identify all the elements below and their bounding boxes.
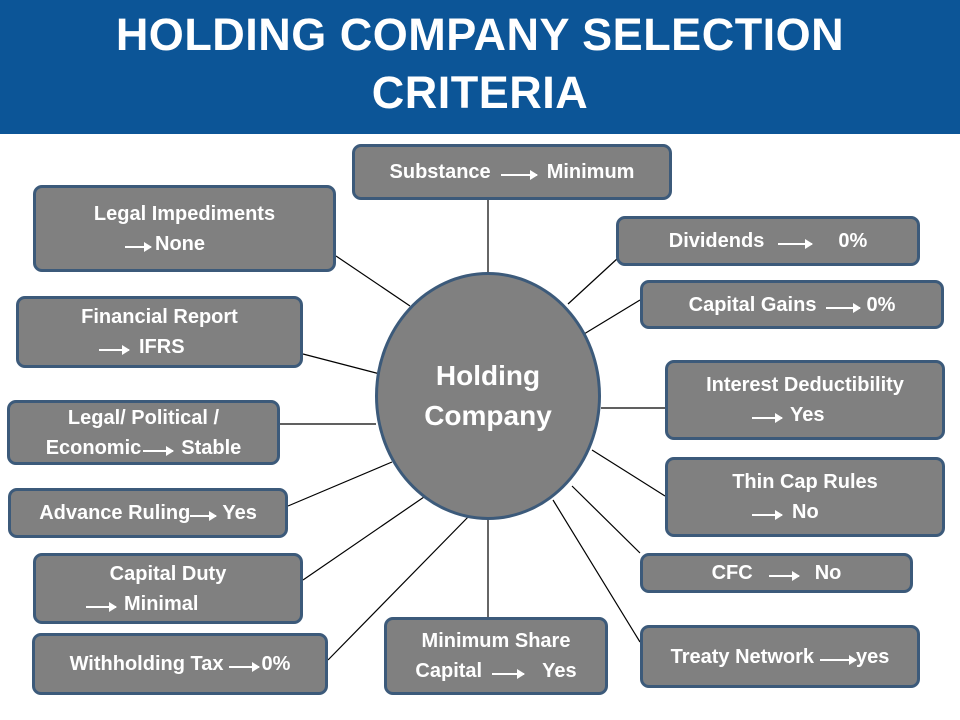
title-banner: [0, 0, 960, 134]
connector-withholding-tax: [327, 512, 473, 661]
arrow-icon: [500, 170, 538, 180]
criterion-name: CFC: [711, 562, 753, 584]
criterion-substance: Substance Minimum: [352, 144, 672, 200]
arrow-icon: [752, 510, 783, 520]
criterion-name: Legal Impediments: [93, 202, 276, 225]
connector-capital-duty: [302, 496, 425, 581]
connector-capital-gains: [583, 299, 641, 335]
arrow-icon: [778, 239, 814, 249]
criterion-financial-report: Financial Report IFRS: [16, 296, 303, 368]
criterion-name-2: Capital: [415, 660, 483, 682]
arrow-icon: [190, 511, 218, 521]
criterion-name: Legal/ Political /: [67, 406, 220, 429]
criterion-name: Treaty Network: [670, 645, 814, 668]
criterion-name: Minimum Share: [421, 630, 571, 652]
criterion-value: 0%: [261, 653, 291, 675]
center-line-2: Company: [424, 400, 552, 431]
title-line-2: CRITERIA: [371, 67, 589, 118]
arrow-icon: [99, 345, 130, 355]
criterion-thin-cap-rules: Thin Cap Rules No: [665, 457, 945, 537]
criterion-name-2: Economic: [45, 436, 142, 459]
connector-treaty: [552, 499, 641, 643]
criterion-value: Minimum: [546, 161, 635, 183]
arrow-icon: [492, 669, 526, 679]
criterion-value: 0%: [866, 293, 896, 316]
arrow-icon: [768, 571, 800, 581]
criterion-capital-gains: Capital Gains 0%: [640, 280, 944, 329]
criterion-value: None: [155, 232, 205, 255]
title-line-1: HOLDING COMPANY SELECTION: [115, 9, 845, 60]
criterion-name: Interest Deductibility: [706, 374, 904, 396]
connector-dividends: [567, 257, 619, 305]
arrow-icon: [229, 662, 261, 672]
criterion-value: IFRS: [139, 336, 185, 358]
criterion-name: Dividends: [668, 230, 765, 252]
criterion-value: Yes: [790, 404, 825, 426]
criterion-value: 0%: [838, 230, 868, 252]
criterion-name: Thin Cap Rules: [732, 471, 878, 493]
criterion-withholding-tax: Withholding Tax 0%: [32, 633, 328, 695]
criterion-advance-ruling: Advance Ruling Yes: [8, 488, 288, 538]
criterion-name: Capital Gains: [688, 293, 817, 316]
arrow-icon: [125, 241, 152, 252]
criterion-minimum-share-capital: Minimum Share Capital Yes: [384, 617, 608, 695]
criterion-value: Yes: [542, 660, 577, 682]
arrow-icon: [820, 654, 857, 665]
arrow-icon: [752, 413, 783, 423]
criterion-value: Minimal: [124, 592, 199, 615]
criterion-cfc: CFC No: [640, 553, 913, 593]
criterion-name: Capital Duty: [109, 562, 227, 585]
connector-legal-impediments: [335, 255, 411, 307]
criterion-treaty-network: Treaty Network yes: [640, 625, 920, 688]
arrow-icon: [826, 302, 862, 313]
arrow-icon: [143, 445, 175, 456]
slide-title: HOLDING COMPANY SELECTION CRITERIA: [0, 6, 960, 122]
criterion-legal-political: Legal/ Political / Economic Stable: [7, 400, 280, 465]
criterion-interest-deductibility: Interest Deductibility Yes: [665, 360, 945, 440]
criterion-capital-duty: Capital Duty Minimal: [33, 553, 303, 624]
criterion-name: Financial Report: [81, 306, 238, 328]
holding-company-node: Holding Company: [375, 272, 601, 520]
connector-financial-report: [302, 353, 381, 375]
criterion-dividends: Dividends 0%: [616, 216, 920, 266]
criterion-value: Yes: [222, 502, 257, 524]
connector-cfc: [571, 485, 641, 554]
center-line-1: Holding: [435, 360, 541, 391]
criterion-name: Withholding Tax: [69, 653, 224, 675]
criterion-value: Stable: [181, 436, 242, 459]
criterion-value: No: [814, 562, 842, 584]
connector-thin-cap: [591, 449, 666, 497]
criterion-name: Substance: [389, 161, 491, 183]
criterion-value: No: [792, 501, 819, 523]
connector-advance-ruling: [287, 461, 393, 507]
criterion-legal-impediments: Legal Impediments None: [33, 185, 336, 272]
arrow-icon: [86, 601, 117, 612]
criterion-value: yes: [856, 645, 890, 668]
criterion-name: Advance Ruling: [39, 502, 191, 524]
